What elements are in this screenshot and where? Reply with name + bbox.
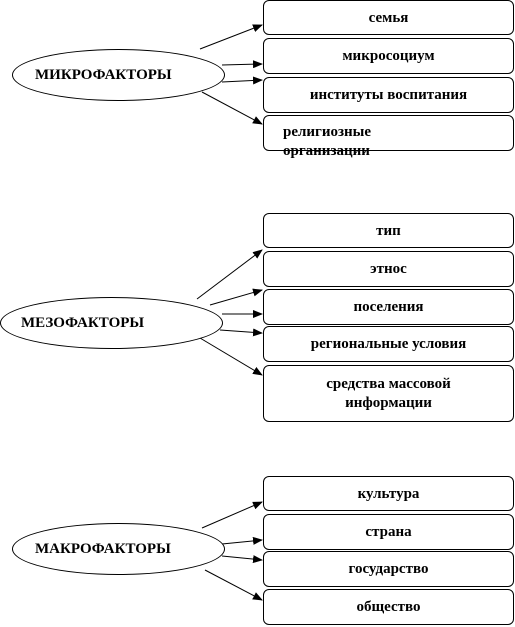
arrow-micro-microsocium <box>221 60 263 69</box>
arrow-meso-media <box>199 337 263 376</box>
item-religious-organizations-box: религиозные организации <box>263 115 514 159</box>
arrow-micro-family <box>199 24 263 50</box>
item-state-box: государство <box>263 551 514 587</box>
meso-factors-oval: МЕЗОФАКТОРЫ <box>0 297 223 349</box>
item-type-label: тип <box>376 223 401 239</box>
arrow-macro-country <box>221 536 263 545</box>
macro-factors-label: МАКРОФАКТОРЫ <box>35 540 171 557</box>
item-mass-media-box: средства массовой информации <box>263 365 514 422</box>
arrow-micro-institutes <box>221 76 263 85</box>
item-country-box: страна <box>263 514 514 550</box>
item-education-institutes-box: институты воспитания <box>263 77 514 113</box>
item-culture-box: культура <box>263 476 514 511</box>
item-mass-media-label: средства массовой информации <box>326 376 451 411</box>
arrow-macro-culture <box>201 501 263 529</box>
item-state-label: государство <box>348 561 429 577</box>
item-regional-conditions-label: региональные условия <box>310 336 467 352</box>
meso-factors-label: МЕЗОФАКТОРЫ <box>21 314 145 331</box>
item-family-label: семья <box>368 10 409 26</box>
arrow-macro-society <box>204 569 263 601</box>
micro-factors-oval: МИКРОФАКТОРЫ <box>12 49 225 101</box>
item-microsocium-box: микросоциум <box>263 38 514 74</box>
item-regional-conditions-box: региональные условия <box>263 326 514 362</box>
item-culture-label: культура <box>357 486 420 502</box>
macro-factors-oval: МАКРОФАКТОРЫ <box>12 523 225 575</box>
item-type-box: тип <box>263 213 514 248</box>
micro-factors-label: МИКРОФАКТОРЫ <box>35 66 172 83</box>
item-country-label: страна <box>365 524 412 540</box>
item-education-institutes-label: институты воспитания <box>309 87 468 103</box>
arrow-meso-ethnos <box>209 288 263 306</box>
item-ethnos-box: этнос <box>263 251 514 287</box>
arrow-meso-regional <box>219 328 263 337</box>
item-ethnos-label: этнос <box>370 261 407 277</box>
arrow-micro-religious <box>201 91 263 125</box>
item-settlements-label: поселения <box>353 299 424 315</box>
item-society-label: общество <box>356 599 421 615</box>
arrow-meso-type <box>196 249 263 300</box>
item-settlements-box: поселения <box>263 289 514 325</box>
item-religious-organizations-label: религиозные организации <box>283 124 372 159</box>
item-society-box: общество <box>263 589 514 625</box>
item-microsocium-label: микросоциум <box>342 48 435 64</box>
item-family-box: семья <box>263 0 514 35</box>
arrow-macro-state <box>221 555 263 564</box>
